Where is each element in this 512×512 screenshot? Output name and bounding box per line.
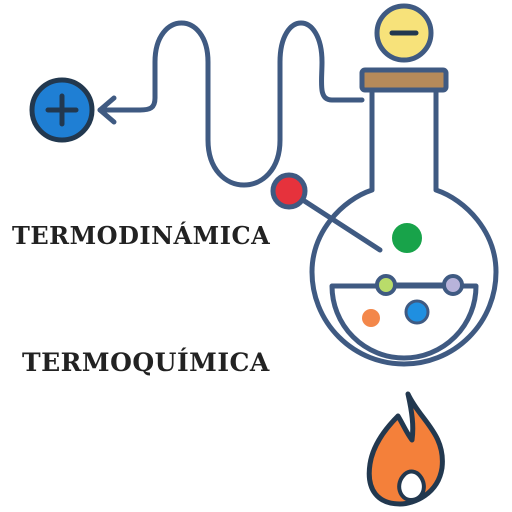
lime-particle-icon	[375, 274, 397, 296]
liquid-line	[329, 283, 479, 361]
plus-icon	[45, 93, 79, 127]
thermochemistry-label: TERMOQUÍMICA	[22, 348, 270, 377]
blue-particle-icon	[404, 299, 430, 325]
negative-terminal-icon	[374, 3, 434, 63]
red-atom-icon	[270, 172, 308, 210]
green-atom-icon	[390, 221, 424, 255]
wire	[97, 20, 365, 188]
cork-stopper	[359, 67, 449, 93]
lavender-particle-icon	[442, 274, 464, 296]
positive-terminal-icon	[29, 77, 95, 143]
flame-icon	[366, 391, 445, 507]
round-bottom-flask-icon	[309, 87, 499, 367]
arrow-head-icon	[97, 95, 117, 125]
orange-particle-icon	[362, 309, 380, 327]
thermodynamics-label: TERMODINÁMICA	[12, 221, 271, 250]
